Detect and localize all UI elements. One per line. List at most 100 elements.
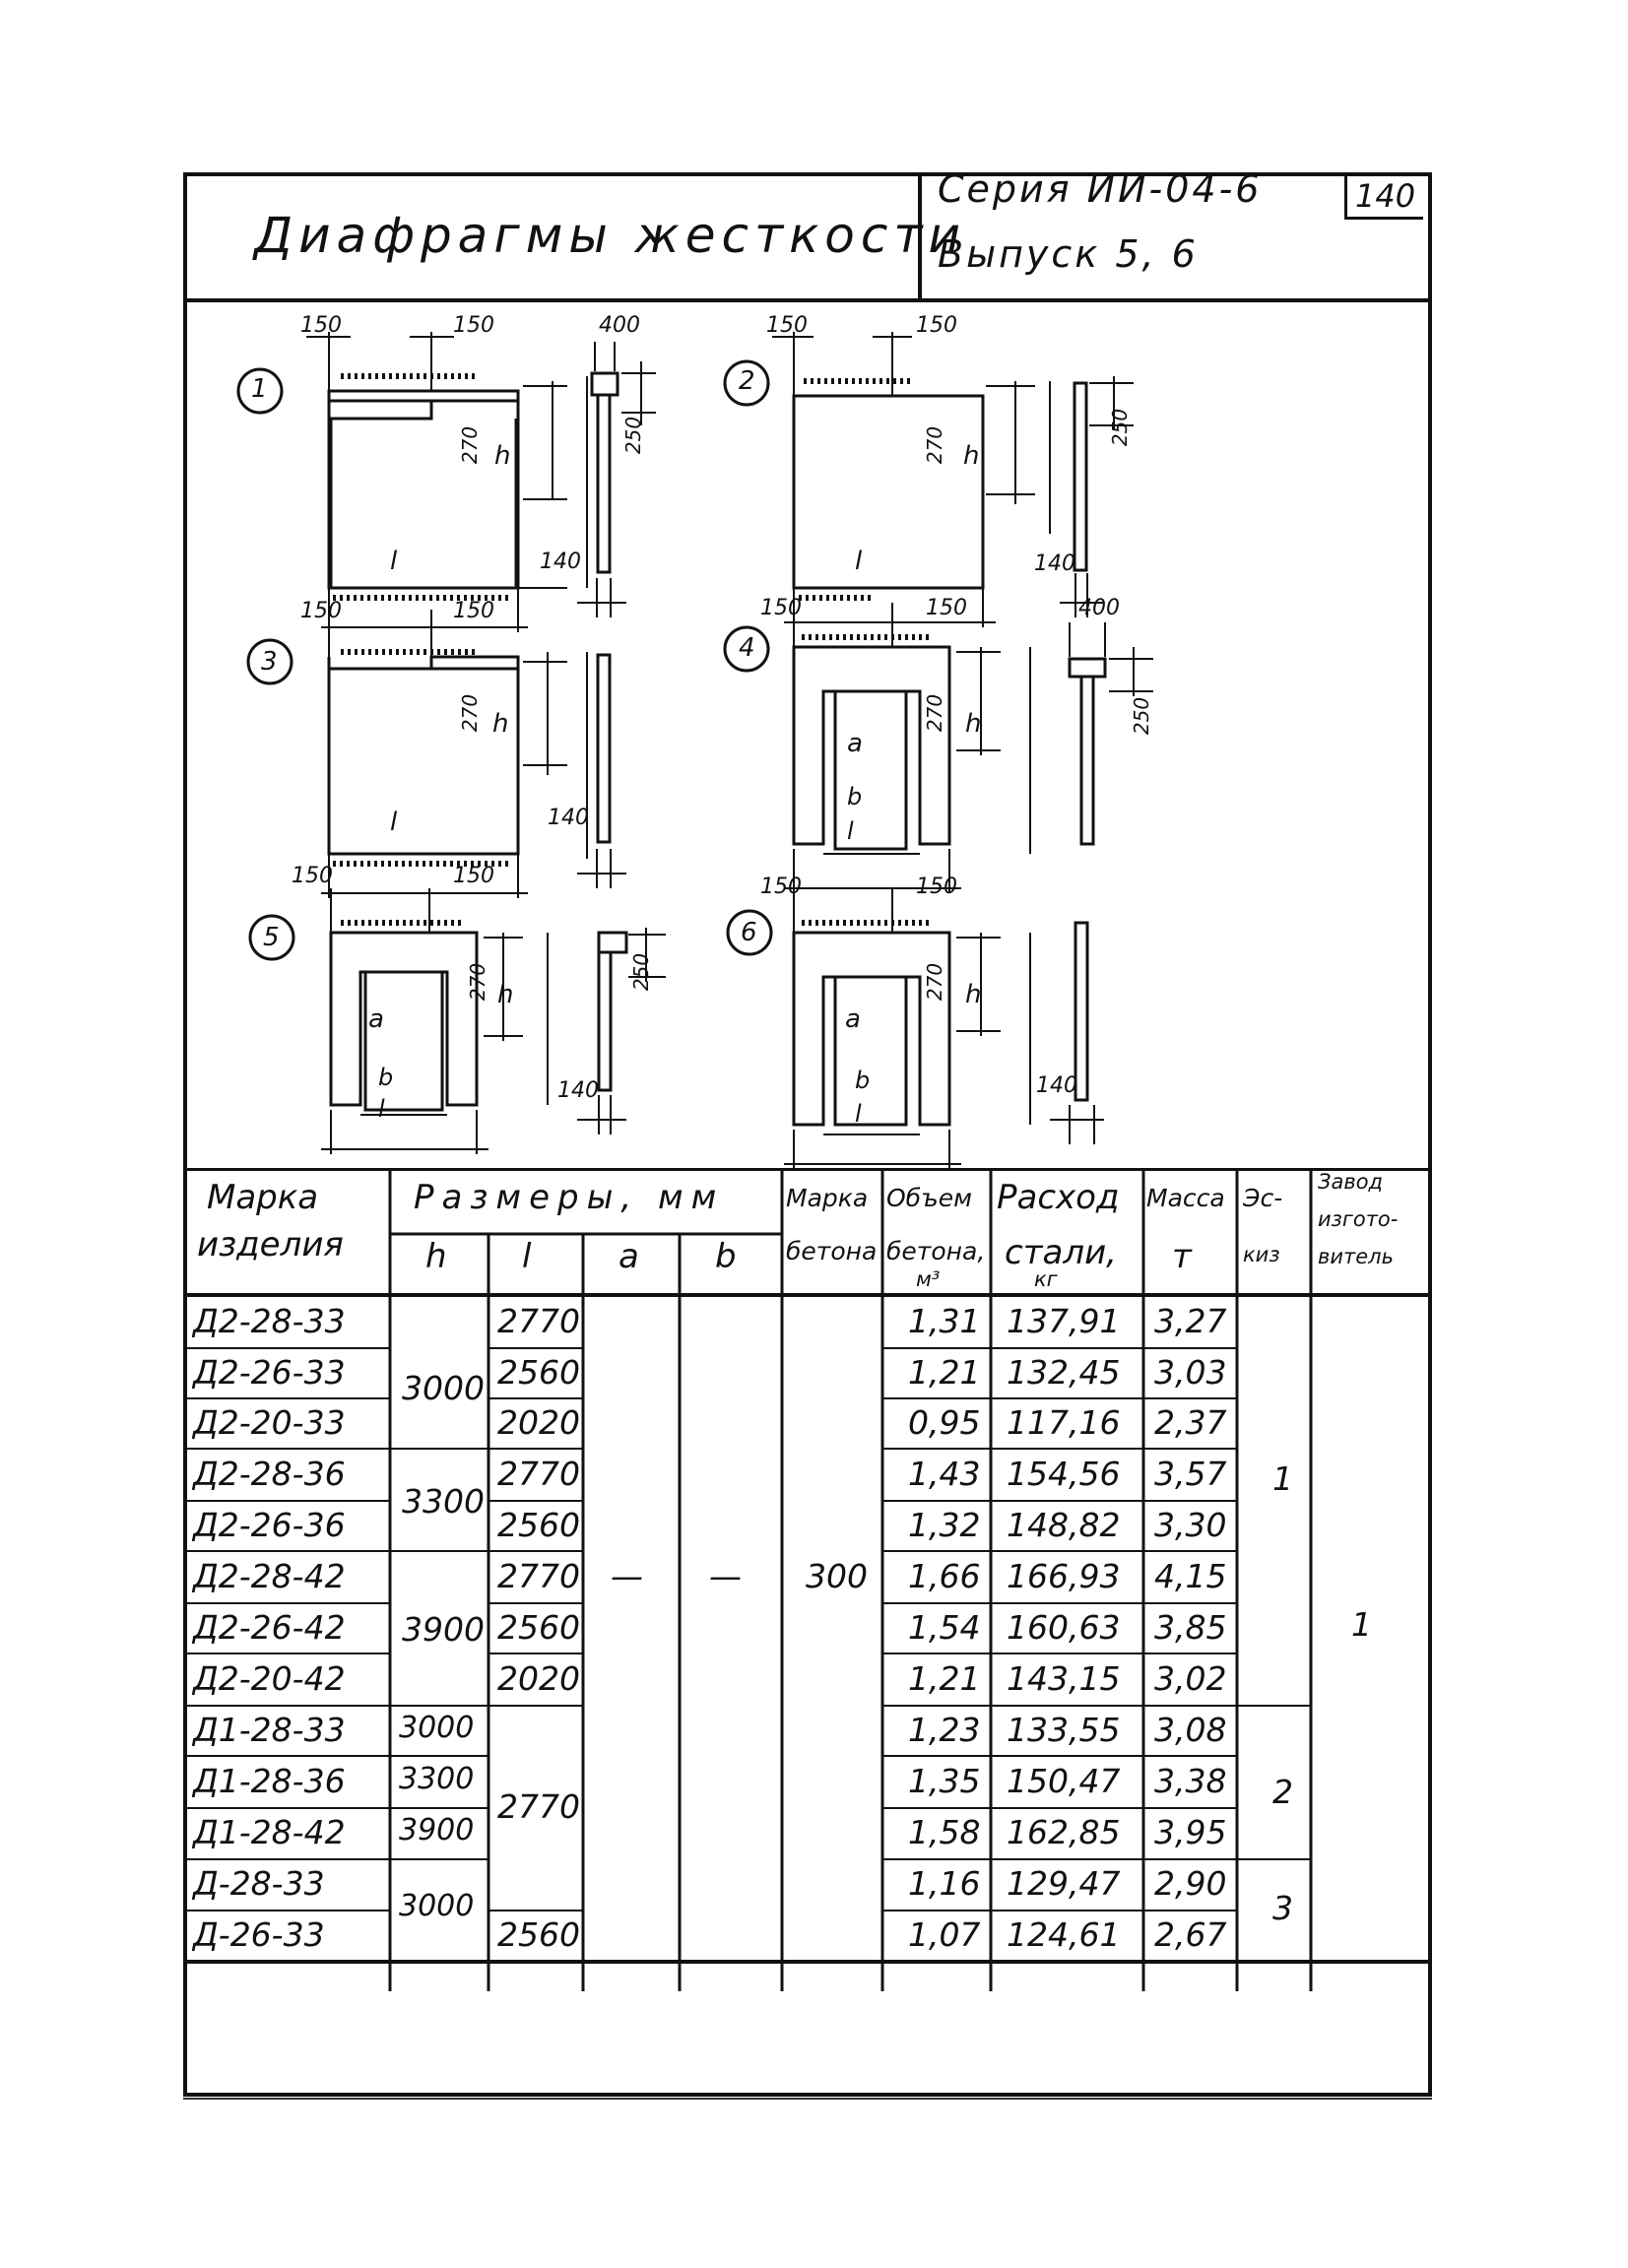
header-sizes: Размеры, мм <box>414 1178 725 1217</box>
cell-mass: 2,67 <box>1154 1915 1227 1954</box>
sketch-5-dim-270: 270 <box>466 962 490 1002</box>
sketch-6-drawing <box>726 888 1104 1169</box>
sketch-3-dim-h: h <box>492 709 509 739</box>
page-title: Диафрагмы жесткости <box>254 207 967 264</box>
cell-h: 3900 <box>399 1813 475 1847</box>
sketch-6-number: 6 <box>741 918 757 947</box>
sketch-2-dim-h: h <box>963 441 980 471</box>
cell-mass: 3,38 <box>1154 1762 1227 1800</box>
sketch-6-dim-a: a <box>845 1004 861 1034</box>
header-concrete-line1: Марка <box>786 1184 869 1212</box>
table-row-mark: Д1-28-33 <box>193 1711 346 1749</box>
table-row-mark: Д2-28-36 <box>193 1455 346 1493</box>
sketch-5-dim-a: a <box>368 1004 384 1034</box>
sketch-1-dim-right: 150 <box>453 313 494 338</box>
sketch-5-dim-l: l <box>378 1095 385 1123</box>
sketch-4-side-top: 400 <box>1078 596 1120 620</box>
sketch-1-drawing <box>236 332 656 632</box>
cell-h-3300: 3300 <box>402 1482 485 1521</box>
header-h: h <box>425 1237 447 1276</box>
sketch-2-dim-left: 150 <box>766 313 808 338</box>
cell-steel: 148,82 <box>1007 1506 1121 1544</box>
header-a: a <box>619 1237 639 1276</box>
header-concrete-line2: бетона <box>786 1237 878 1265</box>
table-row-mark: Д2-26-33 <box>193 1353 346 1392</box>
cell-steel: 160,63 <box>1007 1608 1121 1647</box>
sketch-6-side-140: 140 <box>1036 1073 1077 1098</box>
cell-h: 3300 <box>399 1762 475 1796</box>
sketch-6-dim-b: b <box>855 1067 871 1094</box>
cell-volume: 1,31 <box>908 1302 981 1340</box>
header-volume-unit: м³ <box>916 1267 941 1291</box>
cell-mass: 3,85 <box>1154 1608 1227 1647</box>
sketch-4-side-250: 250 <box>1130 696 1154 736</box>
header-volume-line2: бетона, <box>886 1237 986 1265</box>
cell-sketch-2: 2 <box>1272 1773 1293 1811</box>
cell-steel: 166,93 <box>1007 1557 1121 1595</box>
sketch-2-side-250: 250 <box>1108 408 1133 447</box>
cell-volume: 1,07 <box>908 1915 981 1954</box>
cell-l: 2770 <box>497 1455 580 1493</box>
issue-line: Выпуск 5, 6 <box>938 232 1199 276</box>
cell-plant: 1 <box>1351 1605 1372 1644</box>
cell-steel: 133,55 <box>1007 1711 1121 1749</box>
header-mark-line1: Марка <box>207 1178 319 1217</box>
bottom-rule <box>183 2098 1432 2100</box>
sketch-5-dim-b: b <box>378 1064 394 1091</box>
cell-volume: 1,16 <box>908 1864 981 1903</box>
sketch-1-dim-l: l <box>390 547 398 576</box>
table-row-mark: Д2-26-42 <box>193 1608 346 1647</box>
sketch-6-dim-right: 150 <box>916 875 957 899</box>
header-mass-line1: Масса <box>1146 1184 1225 1212</box>
table-row-mark: Д2-20-42 <box>193 1659 346 1698</box>
cell-sketch-3: 3 <box>1272 1889 1293 1927</box>
sketch-6-dim-h: h <box>965 980 982 1009</box>
cell-b-dash: — <box>709 1557 742 1595</box>
header-steel-unit: кг <box>1034 1267 1058 1291</box>
sketch-1-dim-left: 150 <box>300 313 342 338</box>
cell-mass: 4,15 <box>1154 1557 1227 1595</box>
cell-volume: 1,21 <box>908 1659 981 1698</box>
table-row-mark: Д-26-33 <box>193 1915 325 1954</box>
cell-l-2770: 2770 <box>497 1787 580 1826</box>
cell-l: 2020 <box>497 1659 580 1698</box>
cell-steel: 154,56 <box>1007 1455 1121 1493</box>
sketch-5-dim-right: 150 <box>453 864 494 888</box>
cell-volume: 1,32 <box>908 1506 981 1544</box>
header-mark-line2: изделия <box>197 1225 344 1264</box>
table-row-mark: Д2-26-36 <box>193 1506 346 1544</box>
cell-steel: 117,16 <box>1007 1403 1121 1442</box>
header-steel-line2: стали, <box>1005 1233 1117 1272</box>
cell-l: 2770 <box>497 1557 580 1595</box>
cell-concrete: 300 <box>806 1557 868 1595</box>
sketch-5-side-140: 140 <box>557 1078 599 1103</box>
sketch-3-dim-270: 270 <box>458 693 483 733</box>
sketch-4-dim-b: b <box>847 783 863 810</box>
header-plant-line1: Завод <box>1318 1170 1384 1194</box>
sketch-1-side-140: 140 <box>540 550 581 574</box>
sketch-1-side-top: 400 <box>599 313 640 338</box>
table-row-mark: Д1-28-42 <box>193 1813 346 1851</box>
cell-mass: 3,08 <box>1154 1711 1227 1749</box>
cell-mass: 3,57 <box>1154 1455 1227 1493</box>
table-row-mark: Д1-28-36 <box>193 1762 346 1800</box>
cell-l: 2560 <box>497 1506 580 1544</box>
sketch-2-dim-270: 270 <box>923 425 947 465</box>
table-row-mark: Д2-20-33 <box>193 1403 346 1442</box>
header-plant-line2: изгото- <box>1318 1207 1399 1231</box>
header-volume-line1: Объем <box>886 1184 972 1212</box>
sketch-5-drawing <box>248 888 666 1154</box>
drawing-sheet <box>183 172 1432 2097</box>
cell-mass: 2,37 <box>1154 1403 1227 1442</box>
cell-volume: 0,95 <box>908 1403 981 1442</box>
header-plant-line3: витель <box>1318 1245 1394 1268</box>
sketch-4-dim-270: 270 <box>923 693 947 733</box>
header-l: l <box>522 1237 532 1276</box>
cell-l: 2560 <box>497 1608 580 1647</box>
sketch-6-dim-left: 150 <box>760 875 802 899</box>
sketch-4-number: 4 <box>739 633 755 663</box>
sketch-6-dim-l: l <box>855 1100 862 1128</box>
sketch-5-side-250: 250 <box>629 952 654 992</box>
sketch-3-drawing <box>246 610 626 898</box>
header-divider-horizontal <box>183 298 1432 302</box>
